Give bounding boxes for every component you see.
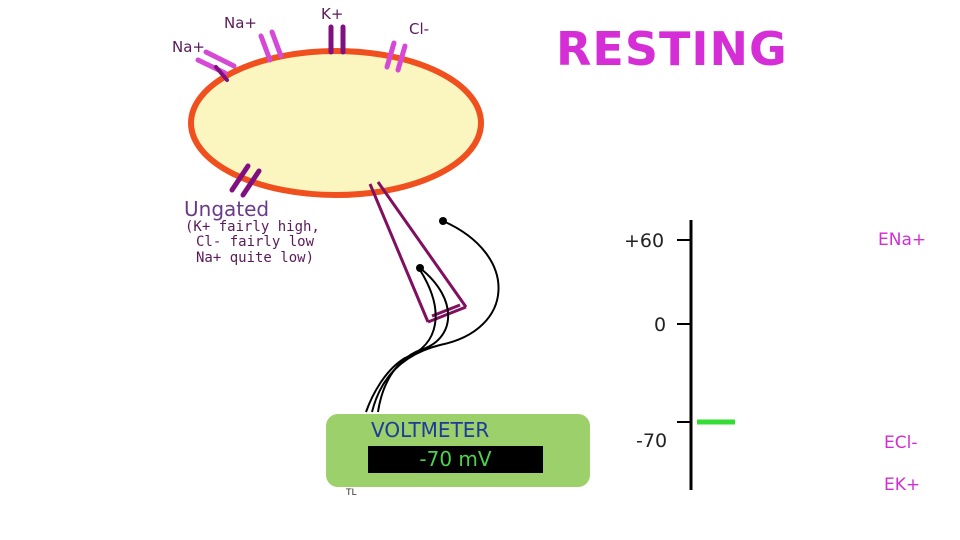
channel-na-left [195,49,237,82]
channel-cl [384,40,408,73]
scale-tick-label-minus70: -70 [636,430,668,452]
equilibrium-label-k: EK+ [884,475,921,495]
wire-terminal-1 [439,217,447,225]
ion-label-na-top: Na+ [224,14,257,32]
ungated-note-line1: (K+ fairly high, [185,219,320,235]
ungated-note-line3: Na+ quite low) [196,250,315,266]
scale-tick-label-plus60: +60 [624,230,665,252]
author-signature: TL [346,488,357,498]
channel-k [328,24,346,55]
channel-na-top [258,29,284,63]
ion-label-cl: Cl- [409,20,430,38]
channel-ungated [229,163,262,198]
cell-membrane [188,48,484,198]
electrode-wires [365,220,500,413]
ungated-note-line2: Cl- fairly low [196,234,315,250]
ion-label-k: K+ [321,5,344,23]
voltmeter-reading: -70 mV [368,446,543,473]
scale-tick-label-zero: 0 [654,314,667,336]
voltmeter-label: VOLTMETER [371,418,490,442]
equilibrium-label-na: ENa+ [878,230,927,250]
ion-label-na-left: Na+ [172,38,205,56]
ungated-heading: Ungated [184,197,270,221]
state-title: RESTING [556,22,788,76]
equilibrium-label-cl: ECl- [884,433,918,453]
microelectrode [368,181,468,324]
wire-terminal-2 [416,264,424,272]
